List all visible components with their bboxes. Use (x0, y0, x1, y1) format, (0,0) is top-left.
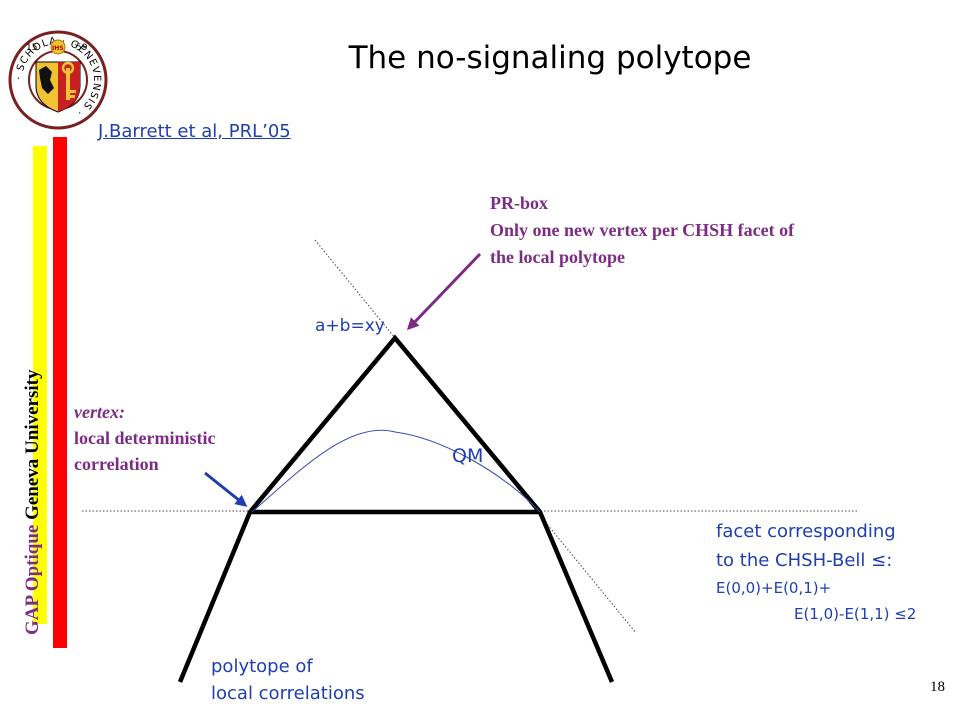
vertex-line-3: correlation (74, 454, 159, 474)
facet-annotation: facet corresponding to the CHSH-Bell ≤: … (716, 517, 916, 627)
prbox-line-2: Only one new vertex per CHSH facet of (490, 220, 795, 240)
vertex-line-2: local deterministic (74, 428, 216, 448)
prbox-line-1: PR-box (490, 193, 548, 213)
facet-line-3: E(0,0)+E(0,1)+ (716, 579, 832, 597)
vertex-line-1: vertex: (74, 402, 125, 422)
polytope-outline (177, 334, 615, 683)
extension-dotted-line (314, 239, 637, 634)
polytope-line-2: local correlations (211, 683, 365, 704)
facet-line-1: facet corresponding (716, 521, 896, 542)
vertex-arrow (204, 471, 248, 507)
polytope-line-1: polytope of (211, 656, 313, 677)
prbox-line-3: the local polytope (490, 247, 625, 267)
qm-label: QM (452, 445, 484, 467)
apex-label: a+b=xy (315, 316, 385, 336)
slide-title: The no-signaling polytope (348, 40, 752, 76)
seal-year-right: 59 (76, 43, 88, 53)
yellow-accent-bar (33, 146, 47, 624)
vertex-annotation: vertex: local deterministic correlation (74, 399, 215, 477)
prbox-arrow (406, 252, 482, 331)
facet-line-2: to the CHSH-Bell ≤: (716, 550, 893, 571)
citation-link[interactable]: J.Barrett et al, PRL’05 (98, 121, 291, 142)
university-seal-logo: · SCHOLA · GENEVENSIS · 15 59 IHS (8, 30, 108, 130)
seal-banner-text: IHS (52, 45, 64, 52)
polytope-annotation: polytope of local correlations (211, 653, 365, 707)
prbox-annotation: PR-box Only one new vertex per CHSH face… (490, 190, 794, 271)
facet-line-4: E(1,0)-E(1,1) ≤2 (794, 605, 917, 623)
seal-year-left: 15 (26, 43, 37, 53)
page-number: 18 (930, 679, 945, 695)
red-accent-bar (53, 137, 67, 648)
qm-curve (251, 429, 541, 513)
